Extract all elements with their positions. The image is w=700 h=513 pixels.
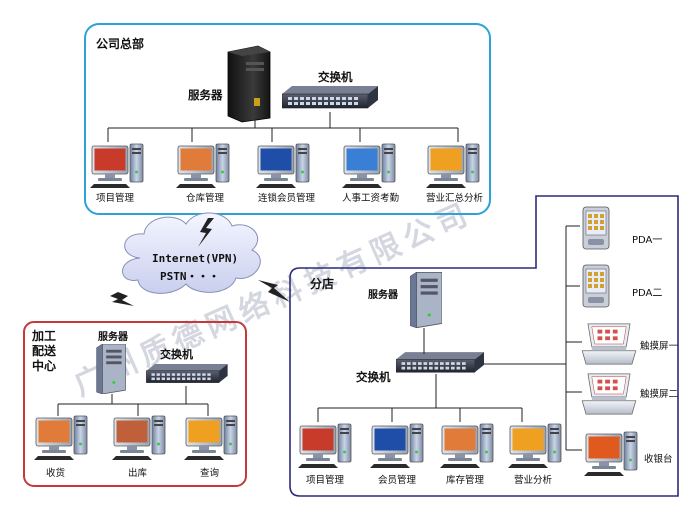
processing-border (23, 321, 247, 487)
branch-device-label-3: 触摸屏一 (640, 340, 679, 352)
processing-terminal-label-1: 收货 (46, 467, 65, 479)
hq-pc-4 (342, 143, 396, 189)
hq-pc-2 (176, 143, 230, 189)
hq-terminal-label-2: 仓库管理 (186, 192, 225, 204)
branch-title: 分店 (310, 276, 334, 291)
hq-server-label: 服务器 (188, 88, 223, 102)
bolt-branch (258, 280, 290, 302)
hq-connections (107, 112, 459, 142)
cloud-line-2: PSTN・・・ (160, 270, 220, 283)
hq-terminal-label-1: 项目管理 (96, 192, 135, 204)
processing-pc-2 (112, 415, 166, 461)
bolt-processing (110, 292, 134, 306)
branch-border (289, 195, 679, 497)
branch-device-label-4: 触摸屏二 (640, 388, 678, 400)
processing-server (96, 344, 126, 394)
link-bolts (110, 218, 290, 306)
processing-section: 加工 配送 中心 服务器 交换机 收货 出库 查询 (23, 321, 247, 487)
hq-terminal-label-3: 连锁会员管理 (258, 192, 316, 204)
cloud-line-1: Internet(VPN) (152, 252, 238, 265)
hq-terminal-label-5: 营业汇总分析 (426, 192, 484, 204)
branch-touchscreen-2 (581, 373, 637, 415)
branch-switch-label: 交换机 (356, 370, 391, 384)
hq-switch (282, 86, 378, 109)
internet-cloud: Internet(VPN) PSTN・・・ (122, 212, 261, 294)
branch-pc-4 (508, 423, 562, 469)
hq-pc-5 (426, 143, 480, 189)
hq-server (227, 45, 271, 123)
processing-switch-label: 交换机 (160, 347, 193, 361)
branch-terminal-label-2: 会员管理 (378, 474, 417, 486)
branch-section: 分店 服务器 交换机 项目管理 会员管理 库存管理 营业分析 (289, 195, 679, 497)
branch-device-label-1: PDA一 (632, 235, 662, 246)
hq-title: 公司总部 (96, 36, 144, 51)
processing-title-3: 中心 (32, 358, 56, 373)
processing-connections (57, 386, 209, 416)
hq-pc-3 (256, 143, 310, 189)
branch-switch (396, 352, 484, 373)
hq-terminal-label-4: 人事工资考勤 (342, 192, 399, 204)
processing-terminal-label-2: 出库 (128, 467, 148, 479)
processing-title-2: 配送 (32, 343, 57, 358)
processing-terminal-label-3: 查询 (200, 467, 219, 479)
branch-pda-1 (582, 206, 610, 250)
processing-pc-1 (34, 415, 88, 461)
hq-border (84, 23, 491, 215)
hq-switch-label: 交换机 (318, 70, 353, 84)
processing-pc-3 (184, 415, 238, 461)
hq-pc-1 (90, 143, 144, 189)
bolt-hq (198, 218, 214, 247)
branch-connections (317, 225, 582, 451)
processing-server-label: 服务器 (98, 330, 129, 343)
branch-server-label: 服务器 (368, 288, 399, 301)
branch-pc-3 (440, 423, 494, 469)
branch-pc-1 (298, 423, 352, 469)
processing-switch (146, 364, 228, 384)
processing-title-1: 加工 (31, 328, 56, 343)
branch-device-label-2: PDA二 (632, 288, 662, 299)
branch-cashier-pc (584, 431, 638, 477)
branch-terminal-label-4: 营业分析 (514, 474, 553, 486)
branch-pda-2 (582, 264, 610, 308)
branch-server (410, 272, 442, 328)
branch-terminal-label-1: 项目管理 (306, 474, 345, 486)
hq-section: 公司总部 服务器 交换机 项目管理 仓库管理 连 (84, 23, 491, 215)
branch-device-label-5: 收银台 (644, 453, 673, 465)
branch-touchscreen-1 (581, 323, 637, 365)
branch-pc-2 (370, 423, 424, 469)
branch-terminal-label-3: 库存管理 (446, 474, 485, 486)
